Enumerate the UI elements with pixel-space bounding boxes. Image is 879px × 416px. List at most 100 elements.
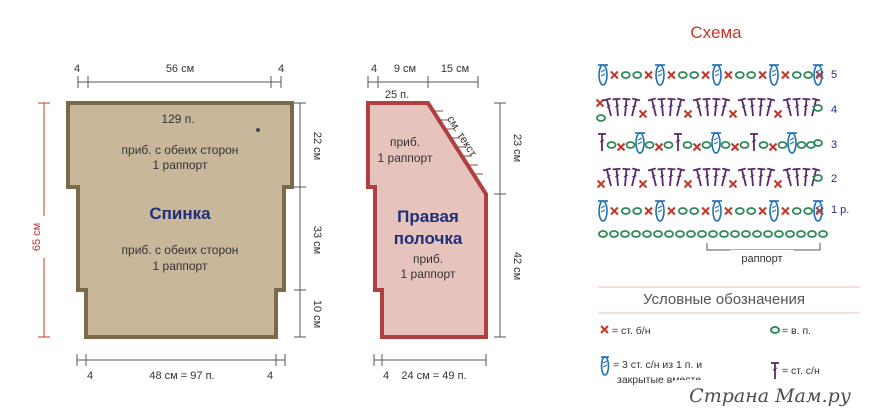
chain-symbol <box>677 207 688 215</box>
cluster-symbol <box>787 132 797 154</box>
front-note-1: приб. <box>390 135 420 149</box>
sc-symbol <box>781 70 790 80</box>
front-right-dim-2: 42 см <box>511 252 523 280</box>
dc-symbol <box>792 97 801 117</box>
chain-symbol <box>686 230 696 238</box>
cluster-symbol <box>655 200 665 222</box>
sc-symbol <box>644 70 653 80</box>
rapport-label: раппорт <box>741 253 782 265</box>
chain-symbol <box>803 71 814 79</box>
back-right-dim-1: 22 см <box>311 132 323 160</box>
sc-symbol <box>730 142 740 152</box>
row-number-2: 2 <box>831 173 837 185</box>
dc-symbol <box>702 97 711 117</box>
cluster-symbol <box>712 200 722 222</box>
front-top-dim-mid: 9 см <box>394 63 416 75</box>
cluster-symbol <box>598 200 608 222</box>
front-top-dim-left: 4 <box>371 63 377 75</box>
dc-symbol <box>674 133 682 151</box>
chain-symbol <box>689 71 700 79</box>
chain-symbol <box>734 207 745 215</box>
chain-symbol <box>632 207 643 215</box>
legend-chain-text: = в. п. <box>782 325 811 337</box>
chain-symbol <box>653 230 663 238</box>
back-bottom-dim-right: 4 <box>267 370 273 382</box>
chain-symbol <box>763 230 773 238</box>
dc-symbol <box>667 167 676 187</box>
chain-symbol <box>598 230 608 238</box>
sc-symbol <box>773 109 783 119</box>
sc-symbol <box>728 179 738 189</box>
sc-symbol <box>758 206 767 216</box>
sc-symbol <box>610 70 619 80</box>
row-number-3: 3 <box>831 139 837 151</box>
chain-symbol <box>803 207 814 215</box>
chain-symbol <box>758 141 769 149</box>
chain-symbol <box>720 141 731 149</box>
chain-symbol <box>663 141 674 149</box>
cluster-symbol <box>711 132 721 154</box>
sc-symbol <box>654 142 664 152</box>
dc-symbol <box>692 167 702 187</box>
cluster-symbol <box>635 132 645 154</box>
chain-symbol <box>796 230 806 238</box>
cluster-symbol <box>655 64 665 86</box>
cluster-symbol <box>813 64 823 86</box>
chain-symbol <box>739 141 750 149</box>
dc-symbol <box>802 167 811 187</box>
sc-symbol <box>701 70 710 80</box>
sc-symbol <box>758 70 767 80</box>
row-number-1: 1 р. <box>831 204 849 216</box>
dc-symbol <box>792 167 801 187</box>
front-top-dim-right: 15 см <box>441 63 469 75</box>
dc-symbol <box>602 97 612 117</box>
dc-symbol <box>598 133 606 151</box>
dc-symbol <box>721 167 731 187</box>
dc-symbol <box>622 97 631 117</box>
sc-symbol <box>596 179 606 189</box>
front-bottom-dim-left: 4 <box>383 370 389 382</box>
chain-symbol <box>620 230 630 238</box>
chain-symbol <box>796 141 807 149</box>
back-panel: 4 56 см 4 129 п. приб. с обеих сторон 1 … <box>31 63 323 382</box>
sc-symbol <box>773 179 783 189</box>
sc-symbol <box>610 206 619 216</box>
back-top-dim-left: 4 <box>74 63 80 75</box>
chain-symbol <box>620 71 631 79</box>
dc-icon <box>771 362 779 379</box>
dc-symbol <box>737 167 747 187</box>
chain-symbol <box>791 71 802 79</box>
chain-symbol <box>697 230 707 238</box>
legend: Условные обозначения = ст. б/н = в. п. =… <box>598 286 860 386</box>
cluster-icon <box>600 356 610 376</box>
back-dot <box>256 128 260 132</box>
sc-symbol <box>781 206 790 216</box>
dc-symbol <box>612 167 621 187</box>
chain-symbol <box>730 230 740 238</box>
chain-symbol <box>620 207 631 215</box>
front-note-4: 1 раппорт <box>401 267 456 281</box>
dc-symbol <box>676 97 686 117</box>
front-note-3: приб. <box>413 252 443 266</box>
front-panel-shape <box>366 101 488 339</box>
back-right-dim-2: 33 см <box>311 226 323 254</box>
back-note-mid-1: приб. с обеих сторон <box>122 243 239 257</box>
dc-symbol <box>602 167 612 187</box>
sc-symbol <box>728 109 738 119</box>
dc-symbol <box>712 97 721 117</box>
back-bottom-dim-left: 4 <box>87 370 93 382</box>
front-right-dim-1: 23 см <box>511 134 523 162</box>
chain-symbol <box>682 141 693 149</box>
front-note-2: 1 раппорт <box>378 151 433 165</box>
chain-symbol <box>752 230 762 238</box>
dc-symbol <box>782 97 792 117</box>
chain-symbol <box>791 207 802 215</box>
back-panel-shape <box>66 101 294 339</box>
dc-symbol <box>802 97 811 117</box>
back-title: Спинка <box>149 204 211 223</box>
dc-symbol <box>692 97 702 117</box>
watermark: Страна Мам.ру <box>672 380 868 410</box>
dc-symbol <box>757 97 766 117</box>
row-number-5: 5 <box>831 69 837 81</box>
